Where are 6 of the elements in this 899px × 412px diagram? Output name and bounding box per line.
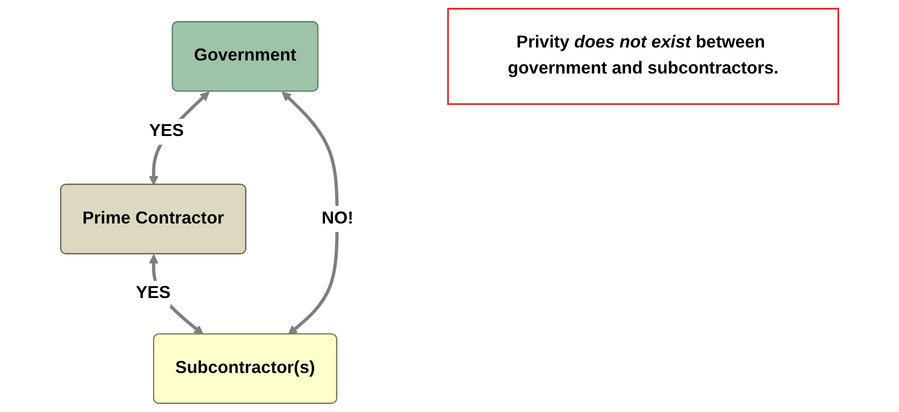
edge-label: YES xyxy=(149,122,184,140)
edge-label: NO! xyxy=(322,209,354,228)
arrow xyxy=(148,91,210,186)
node-box: Privity does not exist between government and subcontractors. xyxy=(447,8,840,105)
edge-label: YES xyxy=(136,284,171,302)
arrow xyxy=(282,91,339,335)
